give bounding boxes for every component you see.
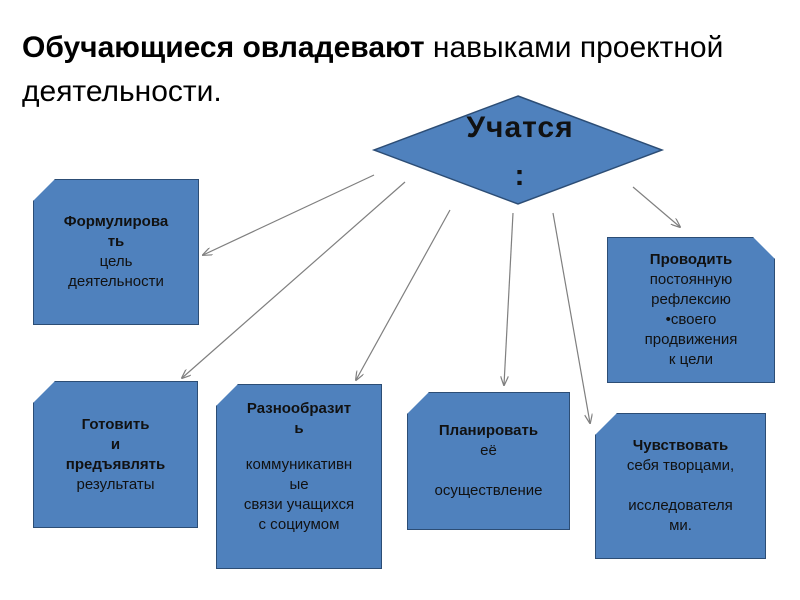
box-feel-line1: Чувствовать	[632, 437, 729, 454]
center-diamond	[371, 95, 665, 205]
box-diversify-line4: ые	[289, 476, 309, 493]
box-diversify-line6: с социумом	[258, 516, 340, 533]
box-prepare-line3: предъявлять	[65, 455, 166, 473]
box-prepare-line1: Готовить	[81, 415, 150, 433]
box-formulate: Формулирова ть цель деятельности	[33, 179, 199, 325]
box-plan: Планировать её осуществление	[407, 392, 570, 530]
box-feel-spacer	[596, 476, 765, 496]
box-prepare-line2: и	[110, 435, 121, 453]
box-feel-line4: ми.	[669, 517, 692, 534]
box-reflect-line4: •своего	[665, 311, 717, 328]
arrow-to-feel	[552, 212, 590, 423]
box-reflect-line2: постоянную	[649, 271, 733, 288]
box-feel-line2: себя творцами,	[626, 457, 735, 474]
box-formulate-line1: Формулирова	[63, 213, 169, 230]
box-formulate-line4: деятельности	[68, 273, 164, 290]
box-plan-line1: Планировать	[438, 422, 539, 439]
box-prepare: Готовить и предъявлять результаты	[33, 381, 198, 528]
box-plan-spacer	[408, 461, 569, 481]
arrow-to-prepare	[182, 181, 406, 378]
center-label-line2: :	[514, 159, 526, 192]
box-reflect-line1: Проводить	[649, 251, 733, 268]
arrow-to-reflect	[632, 186, 680, 227]
box-prepare-line4: результаты	[76, 475, 155, 493]
center-label: Учатся :	[440, 104, 600, 200]
box-reflect-line3: рефлексию	[651, 291, 731, 308]
box-diversify-line3: коммуникативн	[245, 456, 353, 473]
box-diversify-line2: ь	[294, 420, 304, 437]
box-diversify-spacer	[217, 439, 381, 455]
box-diversify-line1: Разнообразит	[246, 400, 352, 417]
box-reflect-line6: к цели	[668, 351, 714, 368]
box-diversify: Разнообразит ь коммуникативн ые связи уч…	[216, 384, 382, 569]
box-formulate-line3: цель	[99, 253, 133, 270]
box-diversify-line5: связи учащихся	[243, 496, 355, 513]
arrow-to-formulate	[203, 174, 375, 255]
center-label-line1: Учатся	[466, 111, 574, 144]
slide-title-bold: Обучающиеся овладевают	[22, 31, 425, 64]
box-plan-line2: её	[480, 442, 497, 459]
arrow-to-plan	[504, 212, 514, 385]
box-reflect: Проводить постоянную рефлексию •своего п…	[607, 237, 775, 383]
box-formulate-line2: ть	[107, 233, 125, 250]
arrow-to-diversify	[356, 209, 451, 380]
box-feel: Чувствовать себя творцами, исследователя…	[595, 413, 766, 559]
box-reflect-line5: продвижения	[644, 331, 738, 348]
slide-title-rest: навыками проектной деятельности.	[22, 31, 724, 108]
box-feel-line3: исследователя	[628, 497, 733, 514]
box-plan-line3: осуществление	[434, 482, 543, 499]
slide-title: Обучающиеся овладевают навыками проектно…	[22, 26, 782, 114]
